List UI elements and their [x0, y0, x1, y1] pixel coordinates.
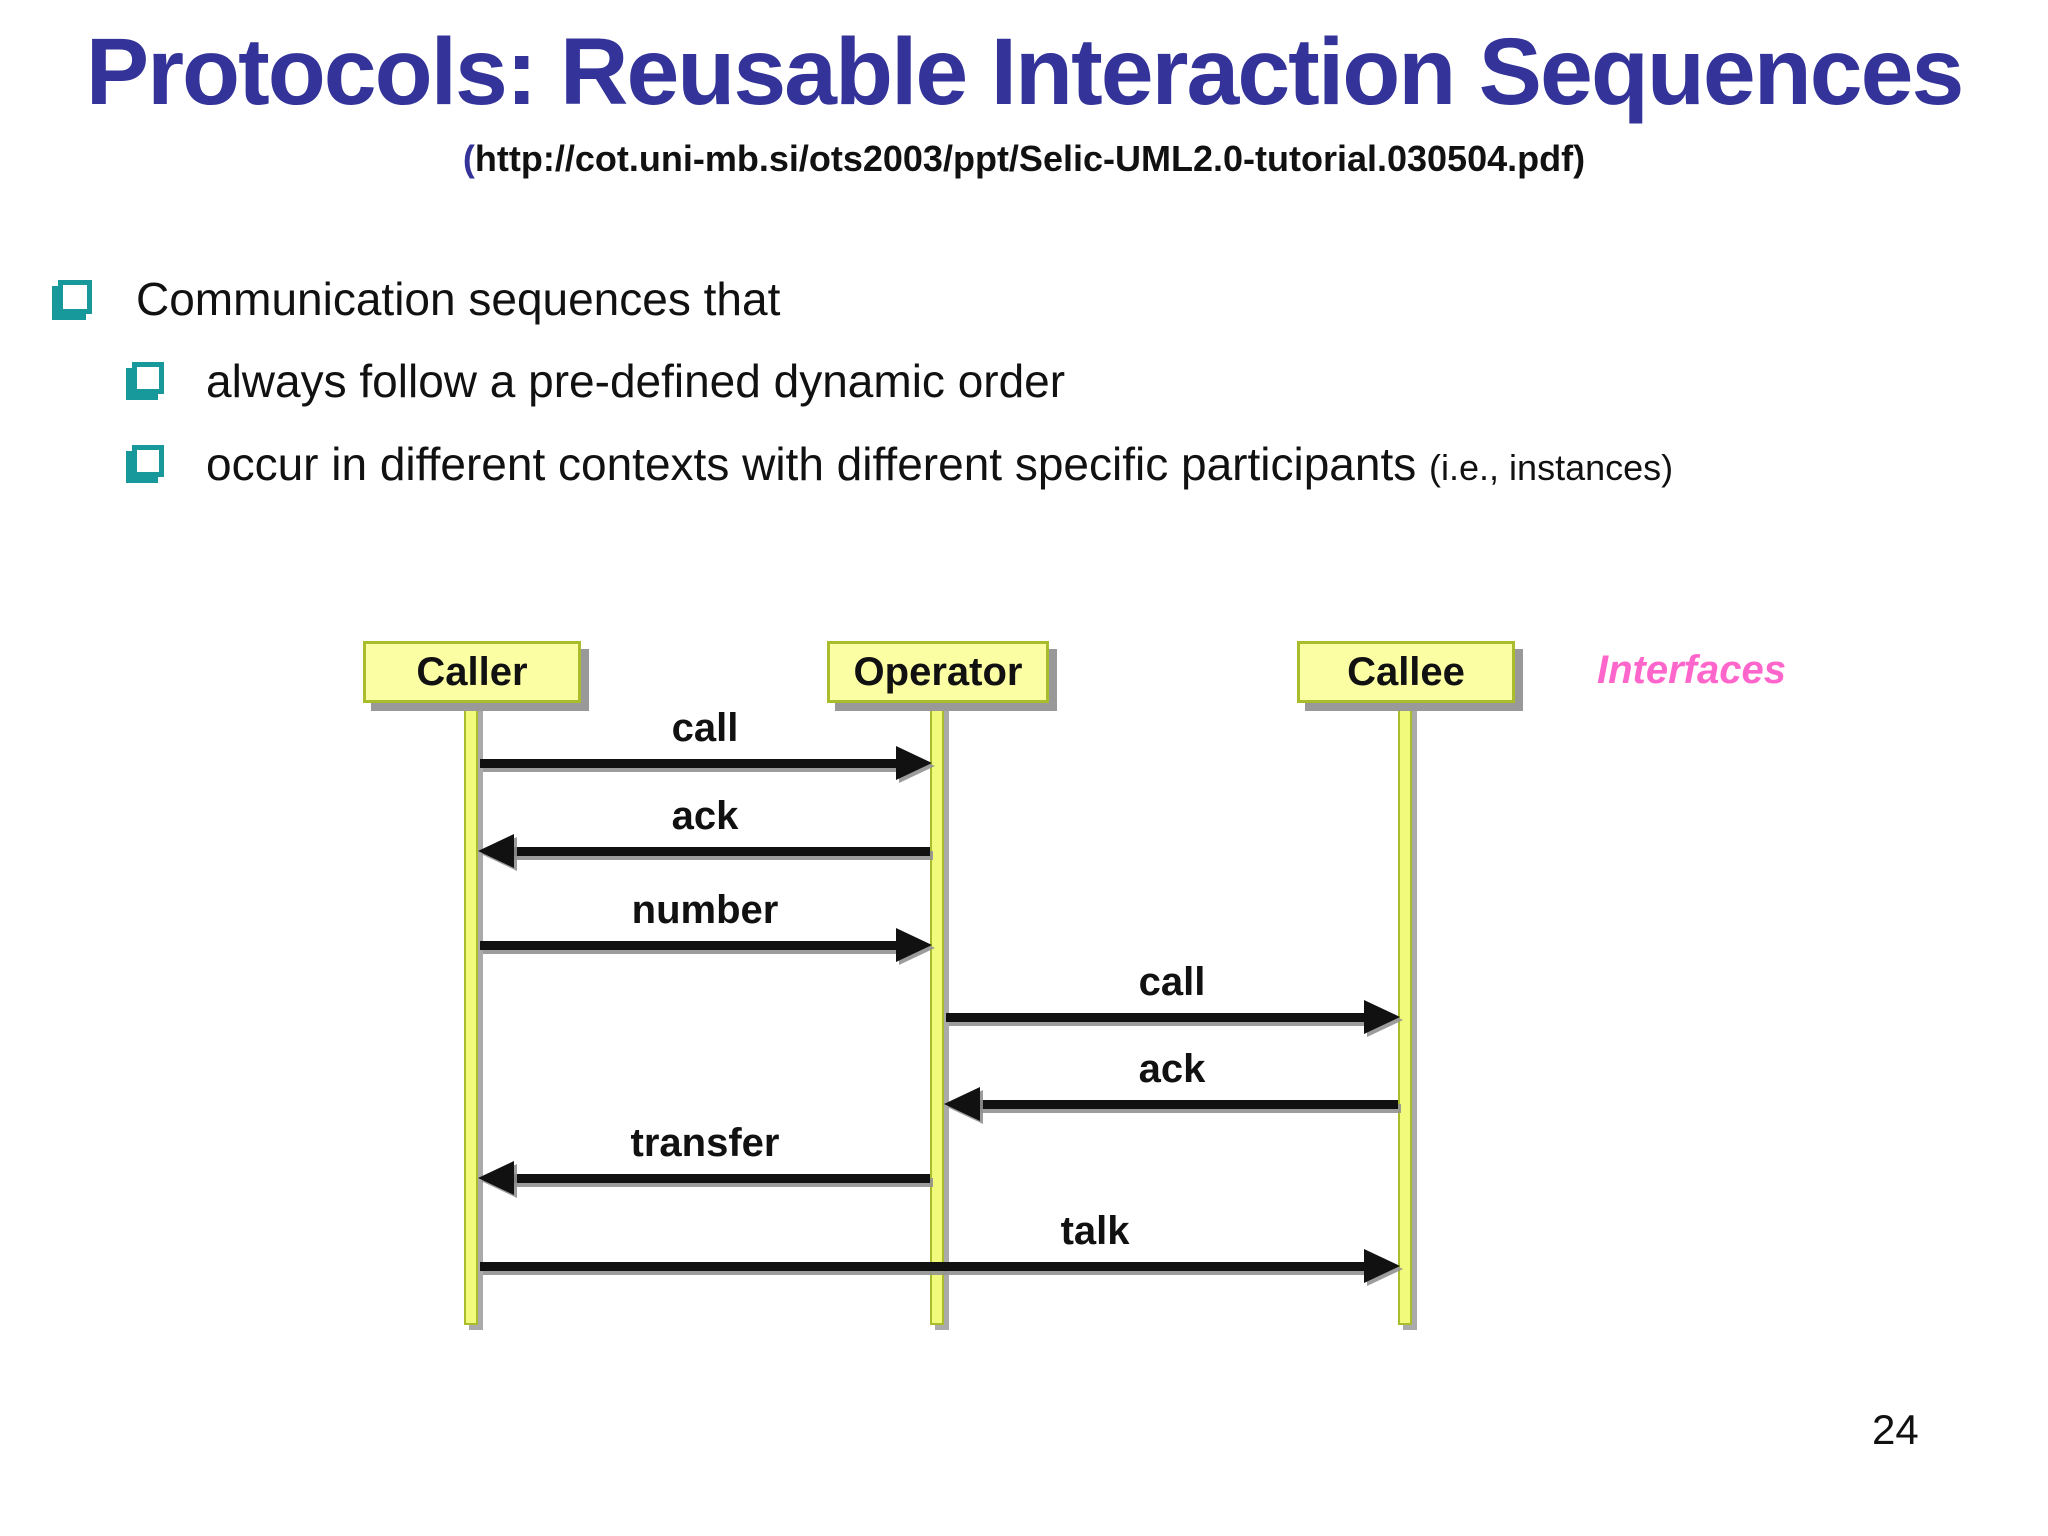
arrow-line [504, 847, 930, 856]
arrow-line [970, 1100, 1398, 1109]
arrow-left-icon [478, 1161, 514, 1195]
arrow-left-icon [478, 834, 514, 868]
lifeline-callee [1398, 700, 1412, 1325]
arrow-line [480, 759, 906, 768]
arrow-line [480, 1262, 1374, 1271]
bullet-level2b-main: occur in different contexts with differe… [206, 438, 1417, 490]
subtitle-open-paren: ( [462, 138, 475, 179]
lifeline-caller [464, 700, 478, 1325]
message-label: transfer [630, 1121, 780, 1165]
message-label: number [631, 888, 779, 932]
interfaces-label: Interfaces [1597, 648, 1786, 692]
bullet-level2b: occur in different contexts with differe… [126, 437, 1673, 491]
lifeline-head-callee: Callee [1297, 641, 1515, 703]
arrow-right-icon [896, 928, 932, 962]
message-label: ack [1138, 1047, 1206, 1091]
lifeline-head-caller: Caller [363, 641, 581, 703]
bullet-square-icon [58, 280, 92, 314]
arrow-line [504, 1174, 930, 1183]
slide-subtitle: (http://cot.uni-mb.si/ots2003/ppt/Selic-… [0, 138, 2048, 180]
message-label: ack [671, 794, 739, 838]
subtitle-url: http://cot.uni-mb.si/ots2003/ppt/Selic-U… [474, 138, 1586, 179]
lifeline-operator [930, 700, 944, 1325]
bullet-level2a-text: always follow a pre-defined dynamic orde… [206, 355, 1066, 407]
bullet-square-icon [132, 445, 164, 477]
arrow-left-icon [944, 1087, 980, 1121]
arrow-right-icon [1364, 1000, 1400, 1034]
bullet-square-icon [132, 362, 164, 394]
arrow-right-icon [1364, 1249, 1400, 1283]
bullet-level1-text: Communication sequences that [136, 273, 781, 325]
message-label: call [1138, 960, 1206, 1004]
arrow-right-icon [896, 746, 932, 780]
slide-title: Protocols: Reusable Interaction Sequence… [85, 19, 1965, 125]
arrow-line [946, 1013, 1374, 1022]
page-number: 24 [1872, 1406, 1919, 1453]
arrow-line [480, 941, 906, 950]
bullet-level2b-note: (i.e., instances) [1429, 447, 1674, 488]
message-label: talk [1060, 1209, 1130, 1253]
message-label: call [671, 706, 739, 750]
bullet-level2b-text: occur in different contexts with differe… [206, 437, 1673, 491]
bullet-level2a: always follow a pre-defined dynamic orde… [126, 354, 1065, 408]
bullet-level1: Communication sequences that [52, 272, 780, 326]
lifeline-head-operator: Operator [827, 641, 1049, 703]
